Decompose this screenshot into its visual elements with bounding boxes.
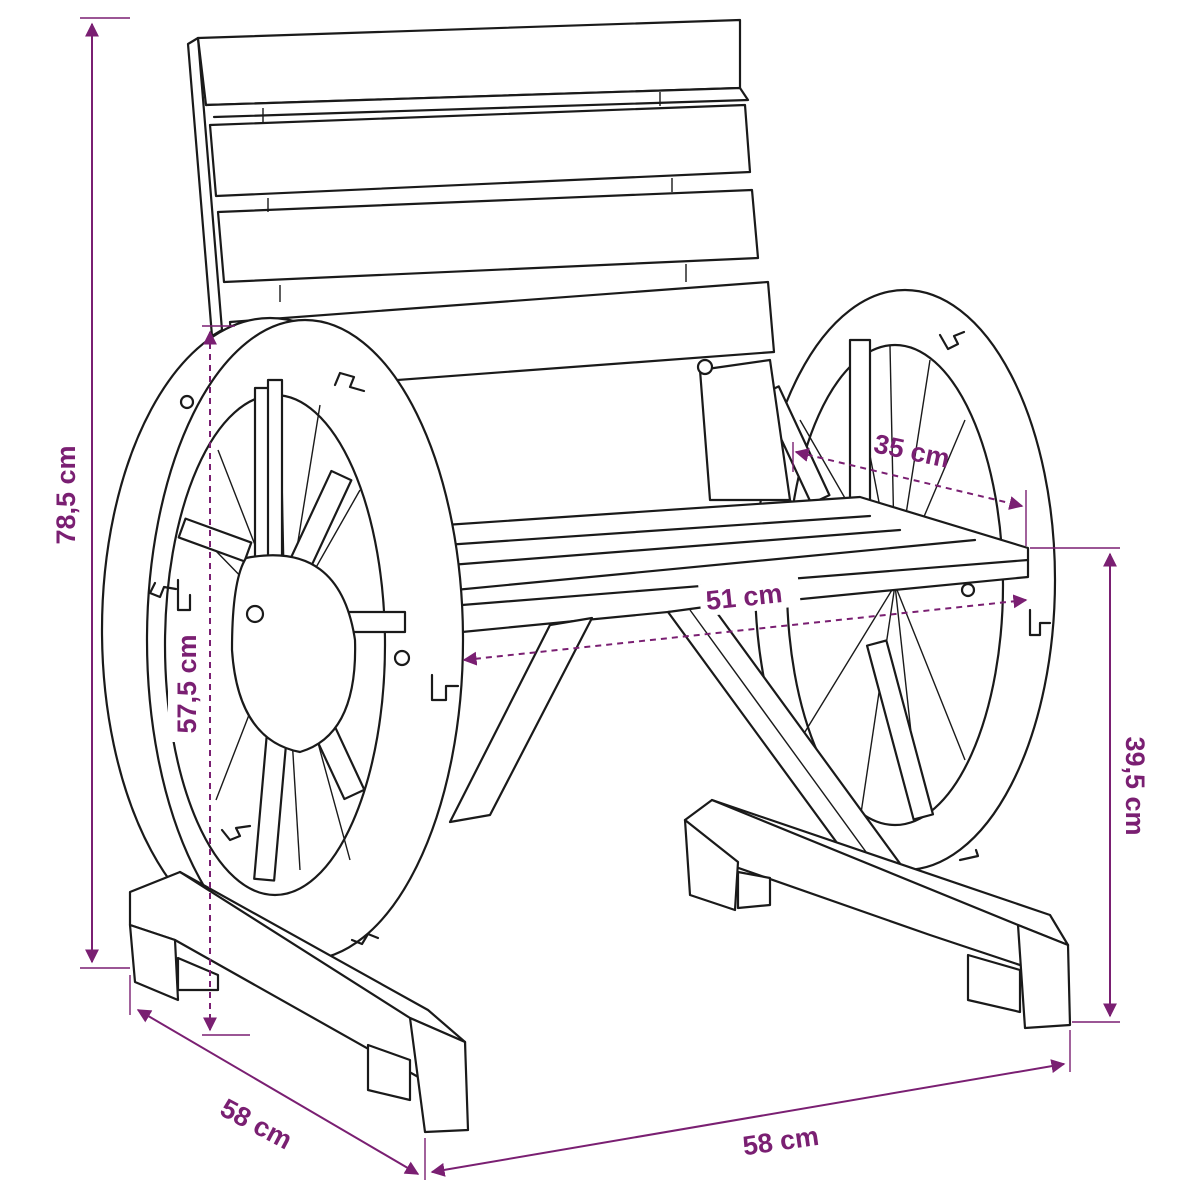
dimension-lines	[80, 17, 1120, 1180]
right-foot	[683, 798, 1072, 1030]
depth-label: 58 cm	[215, 1093, 297, 1155]
back-height-label: 57,5 cm	[172, 634, 202, 733]
width-label: 58 cm	[741, 1121, 821, 1161]
seat-height-label: 39,5 cm	[1120, 736, 1150, 835]
total-height-label: 78,5 cm	[51, 445, 81, 544]
left-wheel	[100, 316, 465, 962]
